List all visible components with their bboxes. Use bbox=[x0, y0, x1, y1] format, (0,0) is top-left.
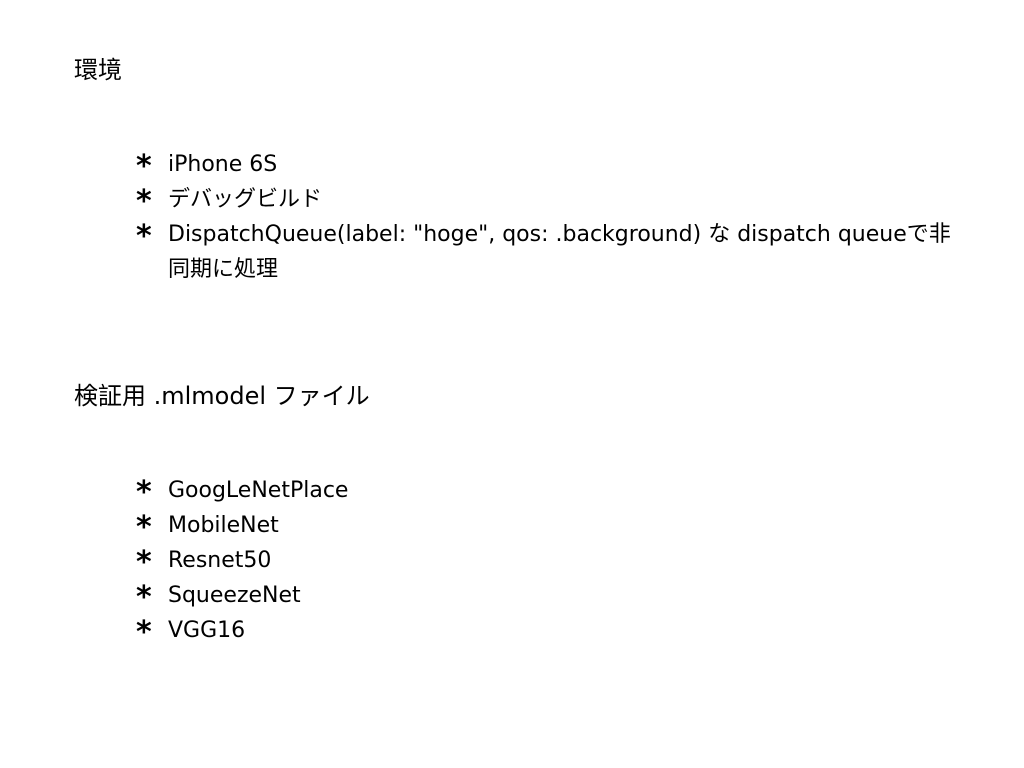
list-item: * iPhone 6S bbox=[136, 147, 966, 184]
list-item: * デバッグビルド bbox=[136, 182, 966, 219]
list-item: * SqueezeNet bbox=[136, 578, 966, 615]
list-item-text: iPhone 6S bbox=[168, 152, 278, 177]
list-item-text: SqueezeNet bbox=[168, 583, 301, 608]
list-item: * VGG16 bbox=[136, 613, 966, 650]
environment-list: * iPhone 6S * デバッグビルド * DispatchQueue(la… bbox=[136, 147, 966, 287]
asterisk-bullet-icon: * bbox=[136, 580, 152, 615]
list-item-text: MobileNet bbox=[168, 513, 279, 538]
models-list: * GoogLeNetPlace * MobileNet * Resnet50 … bbox=[136, 473, 966, 650]
asterisk-bullet-icon: * bbox=[136, 475, 152, 510]
list-item: * GoogLeNetPlace bbox=[136, 473, 966, 510]
list-item-text: Resnet50 bbox=[168, 548, 272, 573]
list-item-text: DispatchQueue(label: "hoge", qos: .backg… bbox=[168, 222, 951, 282]
section-heading-environment: 環境 bbox=[74, 56, 122, 84]
section-heading-models: 検証用 .mlmodel ファイル bbox=[74, 382, 370, 410]
list-item: * DispatchQueue(label: "hoge", qos: .bac… bbox=[136, 217, 966, 287]
list-item-text: デバッグビルド bbox=[168, 187, 323, 212]
list-item: * MobileNet bbox=[136, 508, 966, 545]
asterisk-bullet-icon: * bbox=[136, 615, 152, 650]
asterisk-bullet-icon: * bbox=[136, 184, 152, 219]
list-item: * Resnet50 bbox=[136, 543, 966, 580]
asterisk-bullet-icon: * bbox=[136, 149, 152, 184]
list-item-text: VGG16 bbox=[168, 618, 246, 643]
asterisk-bullet-icon: * bbox=[136, 510, 152, 545]
asterisk-bullet-icon: * bbox=[136, 545, 152, 580]
asterisk-bullet-icon: * bbox=[136, 219, 152, 254]
list-item-text: GoogLeNetPlace bbox=[168, 478, 349, 503]
